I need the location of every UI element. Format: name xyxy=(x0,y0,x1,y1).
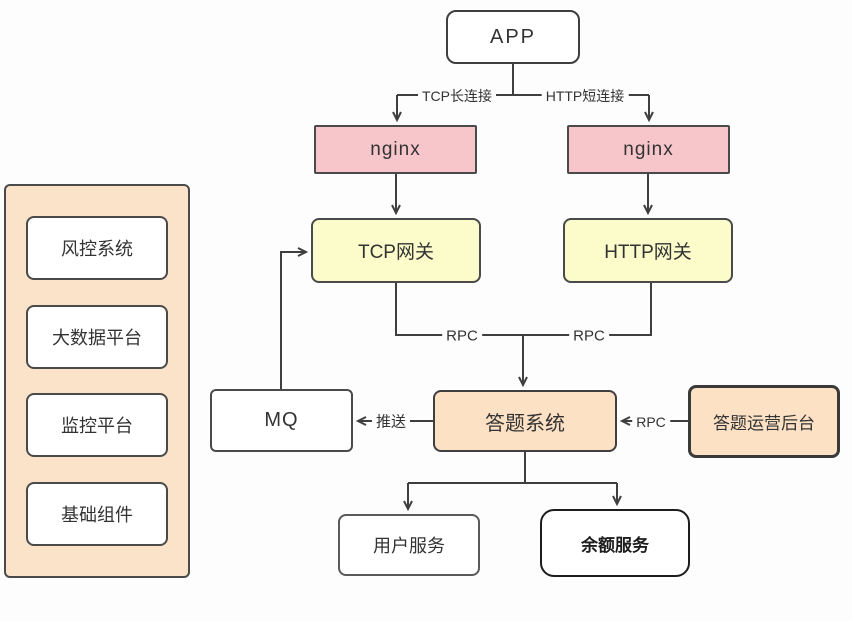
node-nginx-left-label: nginx xyxy=(370,138,421,160)
edge-label-rpc-ops: RPC xyxy=(632,414,670,430)
sidebar-item-monitoring-label: 监控平台 xyxy=(61,416,133,437)
node-user-service-label: 用户服务 xyxy=(373,536,445,556)
node-answer-system-label: 答题系统 xyxy=(485,412,565,435)
node-answer-ops-backend: 答题运营后台 xyxy=(688,385,840,458)
edge-label-tcp-long-connection: TCP长连接 xyxy=(418,86,496,106)
node-http-gateway: HTTP网关 xyxy=(563,218,733,283)
sidebar-item-risk-control: 风控系统 xyxy=(26,216,168,280)
sidebar-item-base-components: 基础组件 xyxy=(26,481,168,546)
edge-label-http-short-connection: HTTP短连接 xyxy=(541,86,629,106)
platform-components-panel: 风控系统 大数据平台 监控平台 基础组件 xyxy=(4,184,190,578)
edge-label-rpc-right: RPC xyxy=(569,327,609,345)
node-nginx-left: nginx xyxy=(314,125,477,174)
node-nginx-right: nginx xyxy=(567,125,730,174)
sidebar-item-monitoring: 监控平台 xyxy=(26,393,168,458)
edge-label-rpc-left: RPC xyxy=(442,327,482,345)
edge-label-push: 推送 xyxy=(371,410,411,432)
node-answer-ops-backend-label: 答题运营后台 xyxy=(713,414,815,433)
sidebar-item-risk-control-label: 风控系统 xyxy=(61,239,133,259)
connector-http-gateway-down xyxy=(523,283,652,336)
node-balance-service: 余额服务 xyxy=(540,509,690,577)
node-app-label: APP xyxy=(489,25,537,48)
node-mq: MQ xyxy=(210,389,353,452)
sidebar-item-base-components-label: 基础组件 xyxy=(61,504,133,525)
node-tcp-gateway: TCP网关 xyxy=(311,218,481,283)
node-app: APP xyxy=(446,10,580,64)
node-mq-label: MQ xyxy=(264,409,299,431)
node-balance-service-label: 余额服务 xyxy=(581,535,649,555)
node-answer-system: 答题系统 xyxy=(433,390,617,452)
sidebar-item-big-data-label: 大数据平台 xyxy=(52,327,142,348)
node-http-gateway-label: HTTP网关 xyxy=(604,242,692,263)
sidebar-item-big-data: 大数据平台 xyxy=(26,304,168,369)
node-tcp-gateway-label: TCP网关 xyxy=(357,242,434,263)
node-nginx-right-label: nginx xyxy=(623,138,674,160)
connector-mq-to-tcp-gateway xyxy=(280,247,309,389)
node-user-service: 用户服务 xyxy=(338,514,480,576)
